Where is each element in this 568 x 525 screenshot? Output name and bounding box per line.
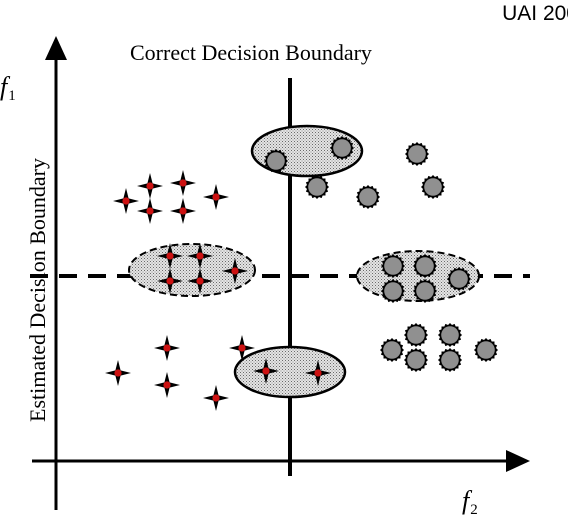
marker-group <box>105 136 498 411</box>
gear-circle-icon <box>264 149 288 173</box>
gear-circle-icon <box>404 323 428 347</box>
star-marker-icon <box>170 198 196 224</box>
gear-circle-icon <box>438 323 462 347</box>
gear-circle-icon <box>330 136 354 160</box>
gear-circle-icon <box>447 267 471 291</box>
star-marker-icon <box>137 198 163 224</box>
gear-circle-icon <box>413 279 437 303</box>
gear-circle-icon <box>474 338 498 362</box>
ellipse-bottom-center <box>233 345 347 399</box>
star-marker-icon <box>157 243 183 269</box>
gear-circle-icon <box>421 175 445 199</box>
star-marker-icon <box>154 335 180 361</box>
star-marker-icon <box>187 243 213 269</box>
gear-circle-icon <box>356 185 380 209</box>
star-marker-icon <box>229 335 255 361</box>
gear-circle-icon <box>438 348 462 372</box>
gear-circle-icon <box>381 254 405 278</box>
gear-circle-icon <box>413 254 437 278</box>
gear-circle-icon <box>405 142 429 166</box>
star-marker-icon <box>222 258 248 284</box>
star-marker-icon <box>203 184 229 210</box>
correct-boundary-label: Correct Decision Boundary <box>130 40 372 65</box>
star-marker-icon <box>203 385 229 411</box>
star-marker-icon <box>305 360 331 386</box>
star-marker-icon <box>157 268 183 294</box>
x-axis-subscript: 2 <box>470 502 478 518</box>
star-marker-icon <box>137 173 163 199</box>
star-marker-icon <box>105 360 131 386</box>
gear-circle-icon <box>305 175 329 199</box>
estimated-boundary-label: Estimated Decision Boundary <box>25 158 50 422</box>
gear-circle-icon <box>380 338 404 362</box>
star-marker-icon <box>113 188 139 214</box>
star-marker-icon <box>170 170 196 196</box>
gear-circle-icon <box>381 279 405 303</box>
star-marker-icon <box>187 268 213 294</box>
star-marker-icon <box>253 358 279 384</box>
star-marker-icon <box>154 372 180 398</box>
x-axis-letter: f <box>462 486 470 515</box>
corner-title: UAI 200 <box>502 2 568 25</box>
y-axis-arrow <box>45 36 67 60</box>
x-axis-arrow <box>506 450 530 472</box>
y-axis-letter: f <box>0 72 8 101</box>
y-axis-label: f1 <box>0 72 16 105</box>
x-axis-label: f2 <box>462 486 478 519</box>
y-axis-subscript: 1 <box>8 88 16 104</box>
gear-circle-icon <box>404 348 428 372</box>
ellipse-left-estimated <box>128 243 256 297</box>
